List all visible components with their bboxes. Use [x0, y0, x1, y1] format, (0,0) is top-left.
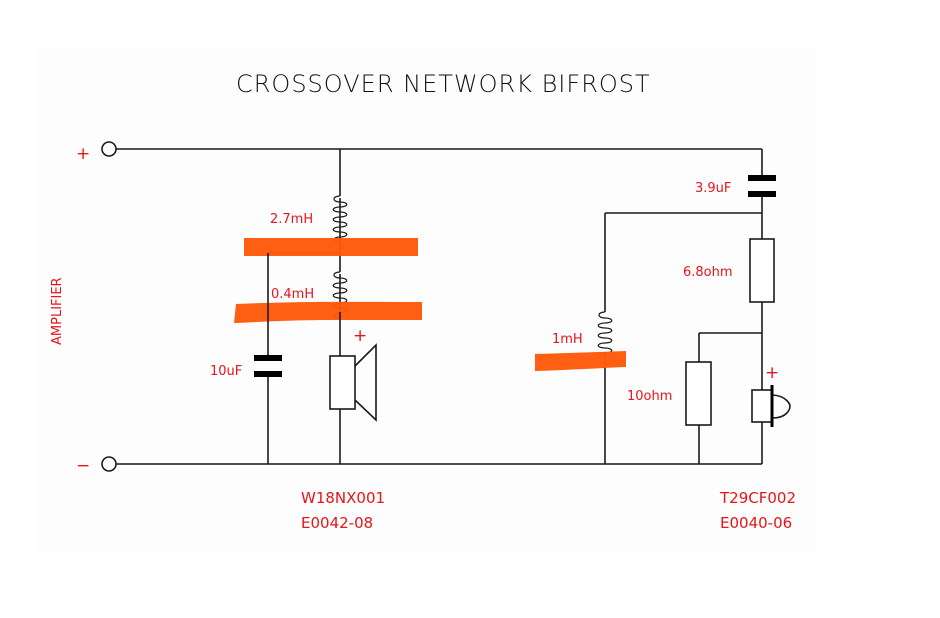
positive-terminal-sign: + [76, 144, 90, 164]
negative-terminal-sign: − [76, 456, 90, 476]
capacitor-c2[interactable] [748, 175, 776, 197]
woofer-speaker[interactable] [329, 343, 377, 422]
tweeter-model: T29CF002 [719, 489, 796, 507]
schematic-panel [36, 48, 816, 554]
inductor-l1-label: 2.7mH [270, 212, 313, 227]
highlight-mark-3 [535, 351, 626, 371]
resistor-r1-label: 6.8ohm [683, 265, 733, 280]
capacitor-c2-label: 3.9uF [695, 181, 731, 196]
inductor-l1[interactable] [332, 195, 348, 243]
tweeter-polarity: + [765, 363, 779, 383]
diagram-title: CROSSOVER NETWORK BIFROST [236, 70, 651, 98]
highlight-mark-2 [234, 301, 422, 323]
woofer-polarity: + [353, 326, 367, 346]
inductor-l3-label: 1mH [552, 332, 583, 347]
tweeter-code: E0040-06 [720, 514, 792, 532]
capacitor-c1[interactable] [254, 355, 282, 377]
amplifier-label: AMPLIFIER [50, 277, 65, 345]
inductor-l2-label: 0.4mH [271, 287, 314, 302]
capacitor-c1-label: 10uF [210, 364, 242, 379]
inductor-l3[interactable] [597, 311, 613, 464]
woofer-model: W18NX001 [301, 489, 385, 507]
tweeter-speaker[interactable] [751, 385, 791, 427]
positive-terminal[interactable] [101, 141, 117, 157]
resistor-r1[interactable] [749, 238, 775, 303]
woofer-code: E0042-08 [301, 514, 373, 532]
resistor-r2[interactable] [685, 361, 712, 426]
negative-terminal[interactable] [101, 456, 117, 472]
highlight-mark-1 [244, 238, 418, 256]
resistor-r2-label: 10ohm [627, 389, 672, 404]
